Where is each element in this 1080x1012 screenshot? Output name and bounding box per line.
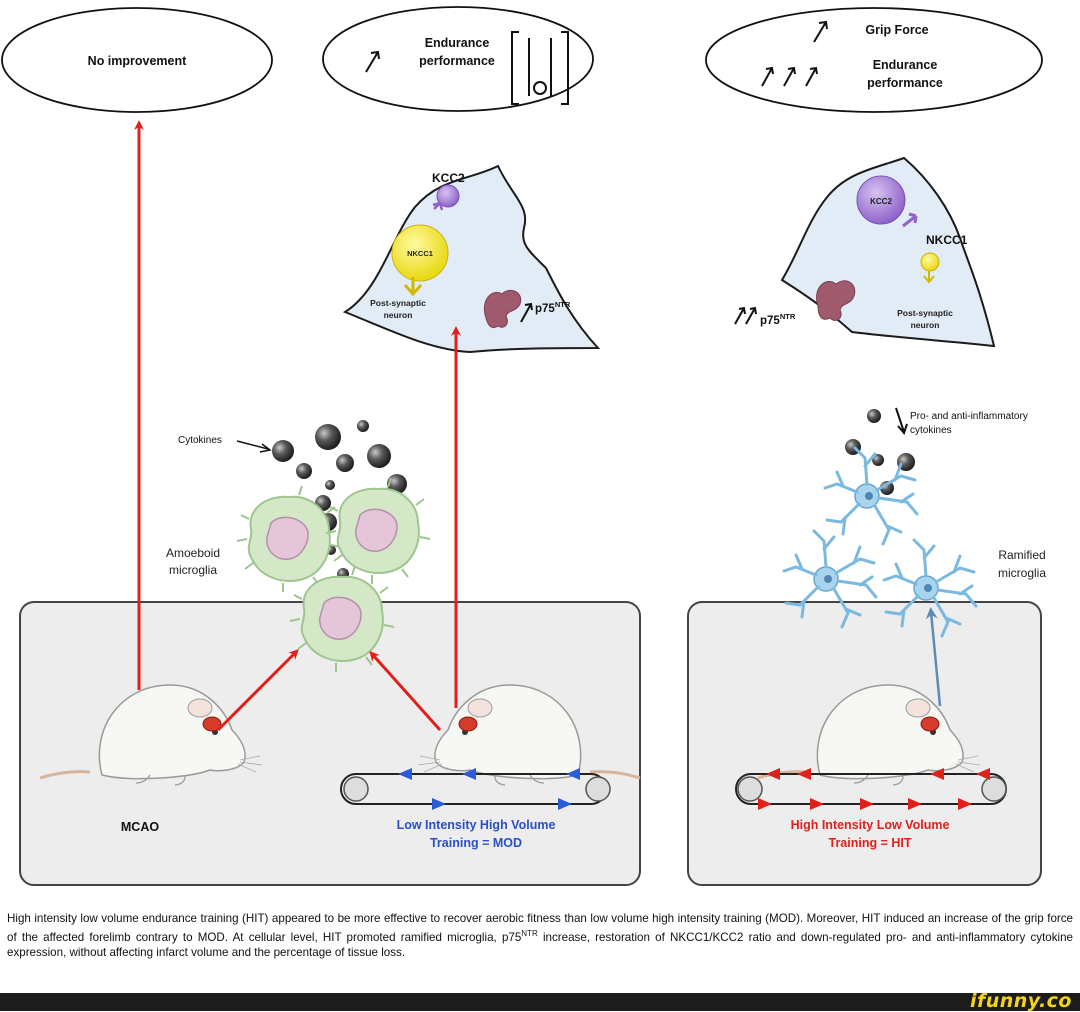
neuron-label-hit: neuron (911, 320, 940, 330)
endurance-right-line2: performance (867, 76, 943, 90)
up-arrow-icon (365, 50, 380, 73)
mod-label-1: Low Intensity High Volume (397, 818, 556, 832)
p75-text: p75NTR (535, 300, 571, 315)
down-arrow-icon (895, 407, 908, 435)
kcc2-transporter-hit (856, 175, 906, 225)
endurance-line2: performance (419, 54, 495, 68)
cytokines-label: Cytokines (178, 435, 222, 446)
caption-sup: NTR (521, 929, 538, 938)
double-up-arrow-icon (734, 306, 757, 325)
amoeboid-label-1: Amoeboid (166, 546, 220, 560)
caption-part2: increase, restoration of NKCC1/KCC2 rati… (7, 930, 1074, 959)
mouse-hit (756, 683, 982, 787)
hit-label-1: High Intensity Low Volume (791, 818, 950, 832)
post-synaptic-label-hit: Post-synaptic (897, 308, 953, 318)
mouse-mcao (38, 683, 264, 787)
cytokines-cluster-hit (845, 409, 915, 495)
treadmill-hit (735, 768, 1007, 810)
mod-label-2: Training = MOD (430, 836, 522, 850)
oval-no-improvement: No improvement (1, 7, 273, 113)
nkcc1-transporter (391, 224, 449, 282)
mcao-label: MCAO (121, 820, 159, 834)
figure-caption: High intensity low volume endurance trai… (7, 911, 1073, 960)
kcc2-transporter (436, 184, 460, 208)
grip-force-text: Grip Force (865, 23, 928, 37)
up-arrow-icon (813, 20, 828, 43)
caption-part1: High intensity low volume endurance trai… (7, 912, 1073, 944)
cytokines-cluster (272, 420, 407, 580)
nkcc1-label-hit: NKCC1 (926, 233, 968, 247)
kcc2-label-hit: KCC2 (870, 197, 892, 206)
blue-arrow (925, 607, 942, 707)
hit-label-2: Training = HIT (829, 836, 912, 850)
oval-endurance-mod: Endurance performance (322, 6, 594, 112)
endurance-right-line1: Endurance (873, 58, 938, 72)
ramified-label-1: Ramified (998, 548, 1045, 562)
endurance-line1: Endurance (425, 36, 490, 50)
no-improvement-text: No improvement (88, 54, 187, 68)
nkcc1-transporter-hit (920, 252, 940, 272)
kcc2-label: KCC2 (432, 171, 465, 185)
up-arrow-icon (520, 302, 533, 323)
p75-receptor (484, 289, 522, 329)
neuron-hit: KCC2 NKCC1 Post-synaptic neuron p75NTR (734, 156, 996, 348)
site-brand[interactable]: ifunny.co (969, 990, 1072, 1012)
amoeboid-label-2: microglia (169, 563, 217, 577)
pro-anti-label-2: cytokines (910, 425, 952, 436)
bracket-ball-icon (511, 31, 569, 105)
neuron-label: neuron (384, 310, 413, 320)
treadmill-mod (340, 768, 611, 810)
red-arrows (134, 120, 461, 732)
mouse-mod (416, 683, 642, 787)
triple-up-arrow-icon (761, 66, 818, 87)
cytokines-pointer (236, 440, 269, 450)
neuron-mod: KCC2 NKCC1 Post-synaptic neuron p75NTR (342, 164, 601, 354)
p75-receptor-hit (816, 280, 856, 321)
footer-bar: ifunny.co (0, 990, 1080, 1012)
p75-text-hit: p75NTR (760, 312, 796, 327)
nkcc1-label: NKCC1 (407, 249, 433, 258)
ramified-label-2: microglia (998, 566, 1046, 580)
pro-anti-label-1: Pro- and anti-inflammatory (910, 411, 1028, 422)
post-synaptic-label: Post-synaptic (370, 298, 426, 308)
oval-grip-endurance-hit: Grip Force Endurance performance (705, 7, 1043, 113)
